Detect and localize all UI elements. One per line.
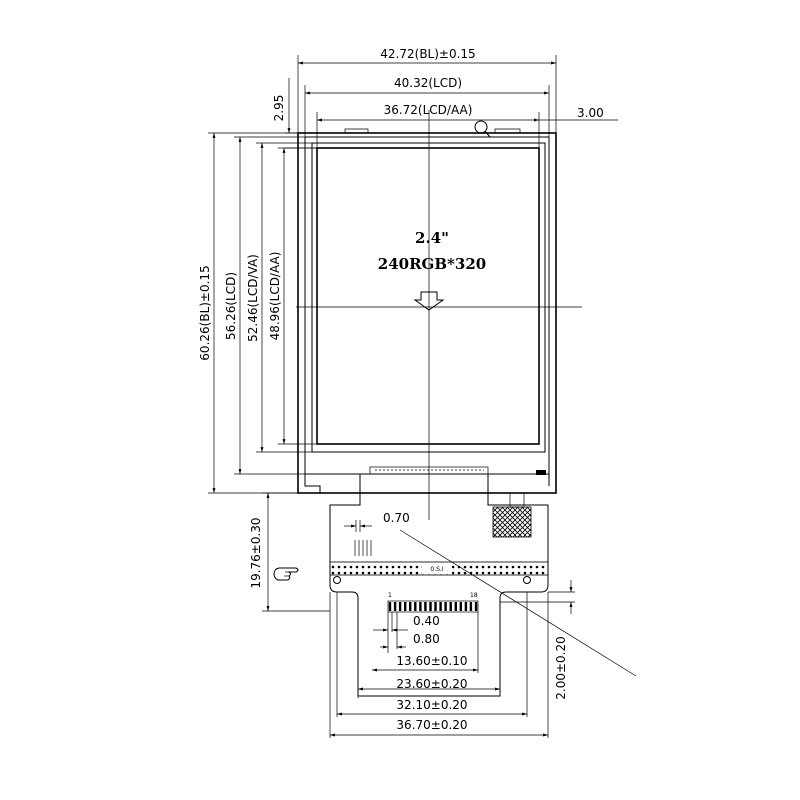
pitch-label: 0.40	[413, 614, 440, 628]
left-dimension-lines	[208, 132, 330, 612]
pin-span-label: 13.60±0.10	[396, 654, 467, 668]
fpc-width-label: 36.70±0.20	[396, 718, 467, 732]
stiffener-label: 23.60±0.20	[396, 677, 467, 691]
top-dimension-lines	[285, 55, 618, 149]
gold-finger-pin	[434, 602, 437, 611]
bl-width-label: 42.72(BL)±0.15	[380, 47, 475, 61]
gold-finger-pin	[439, 602, 442, 611]
aa-width-label: 36.72(LCD/AA)	[384, 103, 473, 117]
fpc-inner-label: 32.10±0.20	[396, 698, 467, 712]
aa-height-label: 48.96(LCD/AA)	[268, 252, 282, 341]
bl-height-label: 60.26(BL)±0.15	[198, 265, 212, 360]
bottom-dimension-lines	[329, 580, 575, 738]
gold-finger-pin	[469, 602, 473, 611]
panel-resolution-label: 240RGB*320	[378, 255, 486, 273]
gold-finger-pin	[414, 602, 417, 611]
fpc-outline	[329, 474, 549, 697]
pointing-hand-icon	[273, 567, 299, 581]
right-offset-label: 3.00	[577, 106, 604, 120]
gold-finger-pin	[459, 602, 462, 611]
gold-finger-pin	[419, 602, 422, 611]
gold-finger-pin	[393, 602, 397, 611]
pin-18-label: 18	[470, 592, 478, 599]
gold-finger-pin	[454, 602, 457, 611]
strip-text: 0.S.I	[430, 566, 443, 573]
pad-width-label: 0.80	[413, 632, 440, 646]
fpc-length-label: 19.76±0.30	[249, 517, 263, 588]
gold-finger-pins	[388, 602, 478, 611]
gold-finger-pin	[429, 602, 432, 611]
leader-line	[399, 529, 637, 677]
gold-finger-pin	[424, 602, 427, 611]
lcd-height-label: 56.26(LCD)	[224, 272, 238, 340]
gold-finger-pin	[404, 602, 407, 611]
gold-finger-pin	[464, 602, 468, 611]
gold-finger-pin	[449, 602, 452, 611]
gold-finger-pin	[474, 602, 478, 611]
gold-finger-pin	[409, 602, 412, 611]
pin-1-label: 1	[388, 592, 392, 599]
top-offset-label: 2.95	[272, 95, 286, 122]
lcd-module-outline	[297, 128, 557, 494]
pitch-small-label: 0.70	[383, 511, 410, 525]
lcd-width-label: 40.32(LCD)	[394, 76, 462, 90]
gold-finger-pin	[398, 602, 402, 611]
va-height-label: 52.46(LCD/VA)	[246, 254, 260, 342]
gold-finger-pin	[444, 602, 447, 611]
panel-size-label: 2.4"	[415, 229, 449, 247]
tail-label: 2.00±0.20	[554, 636, 568, 700]
gold-finger-pin	[388, 602, 392, 611]
